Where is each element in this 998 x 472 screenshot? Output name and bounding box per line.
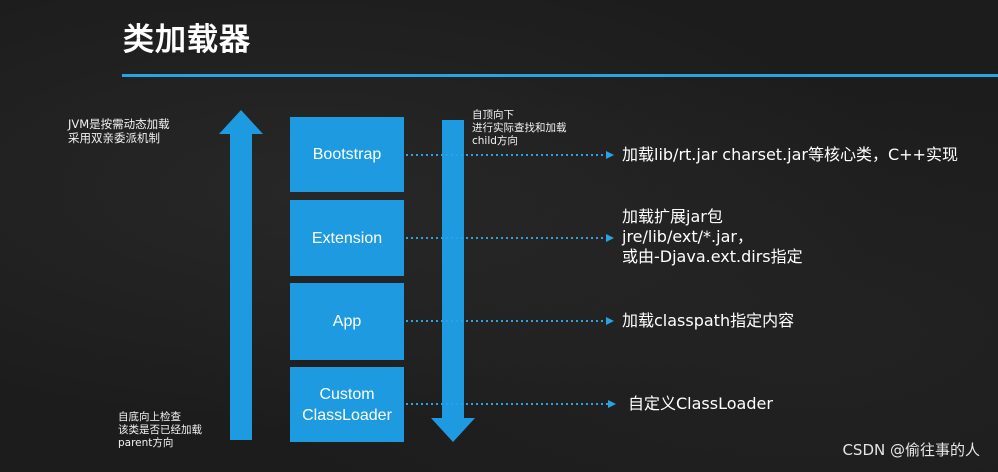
up-note-line-1: 自底向上检查	[118, 411, 181, 423]
left-note-line-2: 采用双亲委派机制	[68, 131, 160, 145]
title-underline	[122, 74, 998, 77]
up-arrow	[219, 110, 263, 440]
page-title: 类加载器	[123, 22, 251, 58]
connector-extension	[406, 234, 614, 242]
description-bootstrap: 加载lib/rt.jar charset.jar等核心类，C++实现	[622, 145, 958, 165]
connector-bootstrap	[406, 151, 614, 159]
loader-name-bootstrap: Bootstrap	[312, 146, 382, 163]
description-extension-line-3: 或由-Djava.ext.dirs指定	[622, 247, 803, 266]
connector-app	[406, 317, 614, 325]
loader-box-app: App	[290, 283, 404, 360]
loader-box-bootstrap: Bootstrap	[290, 117, 404, 192]
description-extension: 加载扩展jar包 jre/lib/ext/*.jar， 或由-Djava.ext…	[622, 207, 803, 267]
down-arrow-note: 自顶向下 进行实际查找和加载 child方向	[472, 109, 567, 148]
down-note-line-3: child方向	[472, 135, 518, 147]
left-note-line-1: JVM是按需动态加载	[68, 117, 170, 131]
up-note-line-2: 该类是否已经加载	[118, 424, 202, 436]
loader-box-custom: Custom ClassLoader	[290, 367, 404, 442]
description-app-line-1: 加载classpath指定内容	[622, 311, 795, 330]
loader-box-extension: Extension	[290, 200, 404, 276]
left-note: JVM是按需动态加载 采用双亲委派机制	[68, 117, 170, 145]
up-arrow-note: 自底向上检查 该类是否已经加载 parent方向	[118, 411, 202, 450]
down-note-line-1: 自顶向下	[472, 109, 514, 121]
down-arrow	[431, 120, 475, 442]
connector-custom	[406, 400, 616, 408]
loader-name-custom-line-2: ClassLoader	[302, 406, 392, 424]
loader-name-app: App	[332, 313, 362, 330]
loader-name-extension: Extension	[311, 229, 383, 247]
description-app: 加载classpath指定内容	[622, 311, 794, 331]
description-extension-line-2: jre/lib/ext/*.jar，	[622, 227, 753, 246]
down-note-line-2: 进行实际查找和加载	[472, 122, 567, 134]
description-custom-line-1: 自定义ClassLoader	[628, 394, 773, 413]
up-note-line-3: parent方向	[118, 437, 174, 449]
description-bootstrap-line-1: 加载lib/rt.jar charset.jar等核心类，C++实现	[622, 145, 958, 164]
watermark: CSDN @偷往事的人	[842, 441, 980, 459]
loader-name-custom-line-1: Custom	[319, 385, 375, 403]
description-extension-line-1: 加载扩展jar包	[622, 207, 723, 226]
description-custom: 自定义ClassLoader	[628, 394, 773, 414]
